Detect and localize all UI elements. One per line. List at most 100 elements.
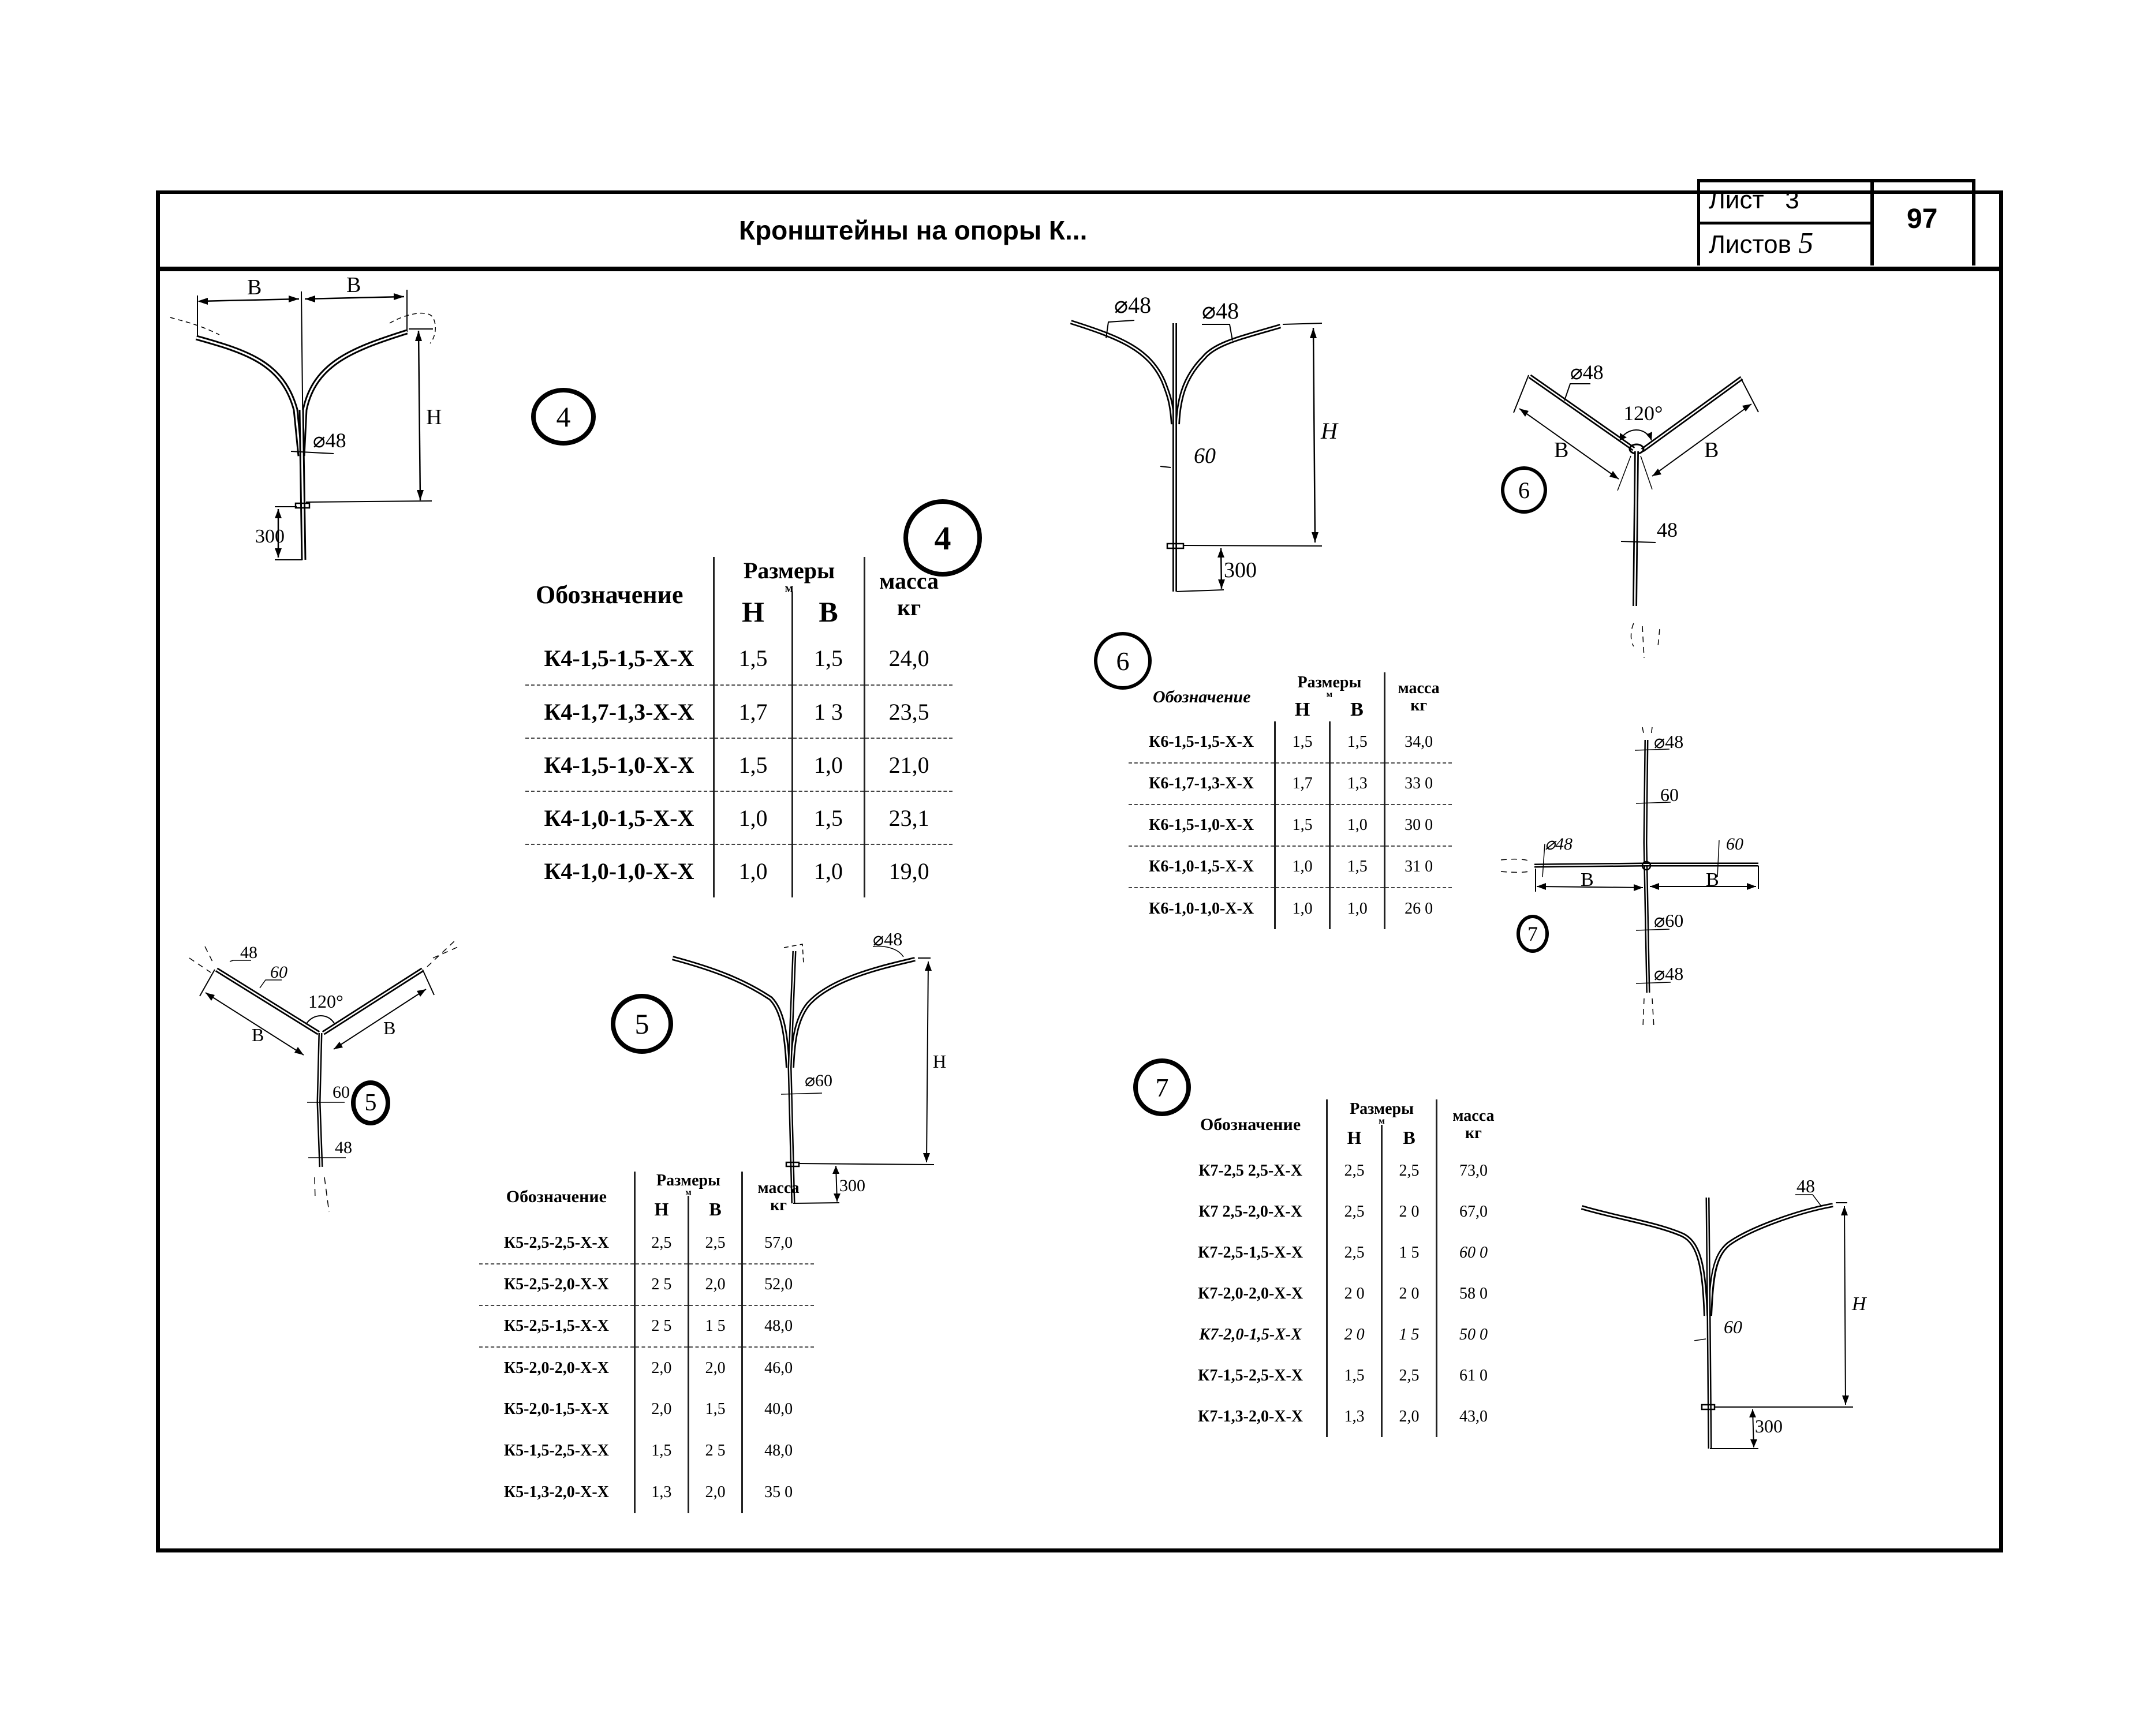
k6-marker-table-label: 6: [1116, 646, 1130, 676]
k7-row-h: 2,5: [1326, 1191, 1382, 1232]
k7-th-mass: масса кг: [1435, 1099, 1510, 1150]
k6-plan-dim-b-right: [1652, 403, 1752, 477]
k5-marker-top: 5: [611, 994, 673, 1054]
k5-label-d60: ⌀60: [805, 1071, 832, 1090]
table-row: К7-1,3-2,0-Х-Х 1,3 2,0 43,0: [1175, 1396, 1510, 1437]
k7-plan-label-b-right: B: [1706, 869, 1719, 891]
k7-row-mass: 50 0: [1435, 1314, 1510, 1355]
k5-th-mass-unit: кг: [770, 1196, 787, 1214]
k4-base-plate: [294, 502, 311, 509]
k5-plan-dim-b-left: [205, 992, 304, 1056]
k5-plan-label-angle: 120°: [308, 991, 343, 1012]
k7-label-300: 300: [1755, 1416, 1783, 1436]
table-row: К4-1,0-1,0-Х-Х 1,0 1,0 19,0: [525, 844, 953, 898]
k4-row-h: 1,0: [712, 791, 793, 845]
k5-row-b: 2,5: [687, 1222, 742, 1264]
k4-label-300: 300: [255, 526, 285, 547]
table-row: К7-2,0-2,0-Х-Х 2 0 2 0 58 0: [1175, 1273, 1510, 1314]
k7-plan-label-60-top: 60: [1660, 784, 1679, 805]
k6-row-code: К6-1,7-1,3-Х-Х: [1129, 763, 1275, 805]
table-row: К4-1,7-1,3-Х-Х 1,7 1 3 23,5: [525, 685, 953, 739]
k4-row-b: 1,5: [791, 791, 865, 845]
k5-row-code: К5-2,0-1,5-Х-Х: [503, 1400, 609, 1418]
k5-spec-table: Обозначение Размеры м масса кг H B К5-2,…: [479, 1172, 814, 1513]
table-row: К4-1,5-1,5-Х-Х 1,5 1,5 24,0: [525, 632, 953, 686]
k5-label-300: 300: [839, 1176, 865, 1195]
k5-plan-label-60-stem: 60: [333, 1083, 350, 1102]
k7-dim-h: [1844, 1206, 1846, 1405]
k6-label-60: 60: [1194, 444, 1216, 468]
k5-row-mass: 35 0: [741, 1472, 814, 1513]
k4-spec-table: Обозначение Размеры м масса кг H B К4-1,…: [525, 557, 953, 898]
sheet-info-divider: [1697, 222, 1870, 225]
k4-row-h: 1,5: [712, 632, 793, 686]
k6-row-b: 1,5: [1329, 721, 1385, 764]
k7-row-mass: 61 0: [1435, 1355, 1510, 1396]
k4-th-b: B: [791, 592, 865, 633]
table-row: К4-1,5-1,0-Х-Х 1,5 1,0 21,0: [525, 738, 953, 792]
k5-row-b: 2 5: [687, 1430, 742, 1472]
k5-marker-table-label: 5: [364, 1090, 377, 1116]
k5-label-d48: ⌀48: [873, 929, 902, 949]
k6-row-mass: 34,0: [1384, 721, 1452, 764]
k7-arm-right: [1708, 1203, 1833, 1316]
k5-row-code: К5-2,5-2,5-Х-Х: [479, 1222, 635, 1264]
k6-row-code: К6-1,5-1,0-Х-Х: [1129, 805, 1275, 847]
k7-row-code: К7-2,0-1,5-Х-Х: [1199, 1325, 1302, 1344]
k4-dim-b-left: [199, 298, 300, 302]
k5-th-mass: масса кг: [741, 1172, 814, 1222]
k5-row-b: 2,0: [687, 1264, 742, 1306]
k7-th-unit: м: [1379, 1116, 1385, 1127]
k6-th-sizes-label: Размеры: [1297, 673, 1362, 691]
k4-label-h: H: [426, 405, 442, 429]
k6-row-mass: 33 0: [1384, 763, 1452, 805]
table-row: К5-1,5-2,5-Х-Х 1,5 2 5 48,0: [479, 1430, 814, 1472]
k6-row-mass: 31 0: [1384, 846, 1452, 888]
sheet-number-cell: Лист 3: [1709, 186, 1799, 215]
k4-row-b: 1 3: [791, 685, 865, 739]
k5-row-code: К5-2,5-1,5-Х-Х: [479, 1305, 635, 1348]
k7-th-mass-unit: кг: [1465, 1124, 1482, 1142]
k4-th-designation: Обозначение: [536, 580, 683, 609]
k6-th-mass-unit: кг: [1410, 696, 1428, 714]
k5-plan-label-b-left: B: [252, 1024, 264, 1045]
table-row: К6-1,7-1,3-Х-Х 1,7 1,3 33 0: [1129, 763, 1452, 805]
k7-row-mass: 67,0: [1435, 1191, 1510, 1232]
k6-row-code: К6-1,0-1,5-Х-Х: [1129, 846, 1275, 888]
k4-row-b: 1,0: [791, 844, 865, 898]
k6-arm-left: [1070, 320, 1175, 425]
k6-th-b: B: [1350, 699, 1364, 720]
k4-label-b-right: B: [346, 273, 361, 297]
k7-th-sizes-label: Размеры: [1350, 1100, 1414, 1118]
k5-marker-top-label: 5: [634, 1008, 649, 1040]
k5-plan-label-60-top: 60: [270, 963, 287, 982]
k7-marker-table-label: 7: [1155, 1072, 1169, 1102]
k6-row-code: К6-1,0-1,0-Х-Х: [1149, 899, 1254, 918]
k5-row-mass: 40,0: [741, 1389, 814, 1430]
k5-th-b: B: [687, 1196, 742, 1222]
k7-th-designation: Обозначение: [1200, 1115, 1301, 1134]
k4-th-unit: м: [785, 581, 794, 595]
k7-row-h: 2 0: [1326, 1314, 1382, 1355]
k4-dim-h: [417, 330, 421, 501]
k6-row-mass: 26 0: [1384, 888, 1452, 929]
k6-marker-table: 6: [1094, 632, 1152, 690]
k7-plan-label-b-left: B: [1581, 869, 1594, 891]
k7-plan-label-d60-bottom: ⌀60: [1654, 910, 1683, 931]
k7-row-mass: 73,0: [1435, 1150, 1510, 1191]
k7-row-b: 1 5: [1381, 1232, 1437, 1273]
k7-plan-label-d48-top: ⌀48: [1654, 731, 1683, 752]
k7-row-b: 2,0: [1381, 1396, 1437, 1437]
k4-ext-bottom: [305, 500, 432, 503]
k5-row-code: К5-1,3-2,0-Х-Х: [503, 1483, 609, 1501]
k6-row-code: К6-1,5-1,5-Х-Х: [1129, 721, 1275, 764]
k5-row-b: 1,5: [687, 1389, 742, 1430]
k7-th-sizes: Размеры м: [1326, 1099, 1437, 1127]
k4-row-code: К4-1,5-1,5-Х-Х: [525, 632, 714, 686]
k5-plan-angle-arc: [305, 1015, 335, 1025]
k5-plan-label-48-stem: 48: [335, 1138, 352, 1157]
k4-row-mass: 19,0: [864, 844, 953, 898]
table-row: К5-2,5-2,0-Х-Х 2 5 2,0 52,0: [479, 1264, 814, 1306]
table-row: К5-2,5-1,5-Х-Х 2 5 1 5 48,0: [479, 1305, 814, 1348]
k4-marker-small-label: 4: [556, 401, 571, 433]
